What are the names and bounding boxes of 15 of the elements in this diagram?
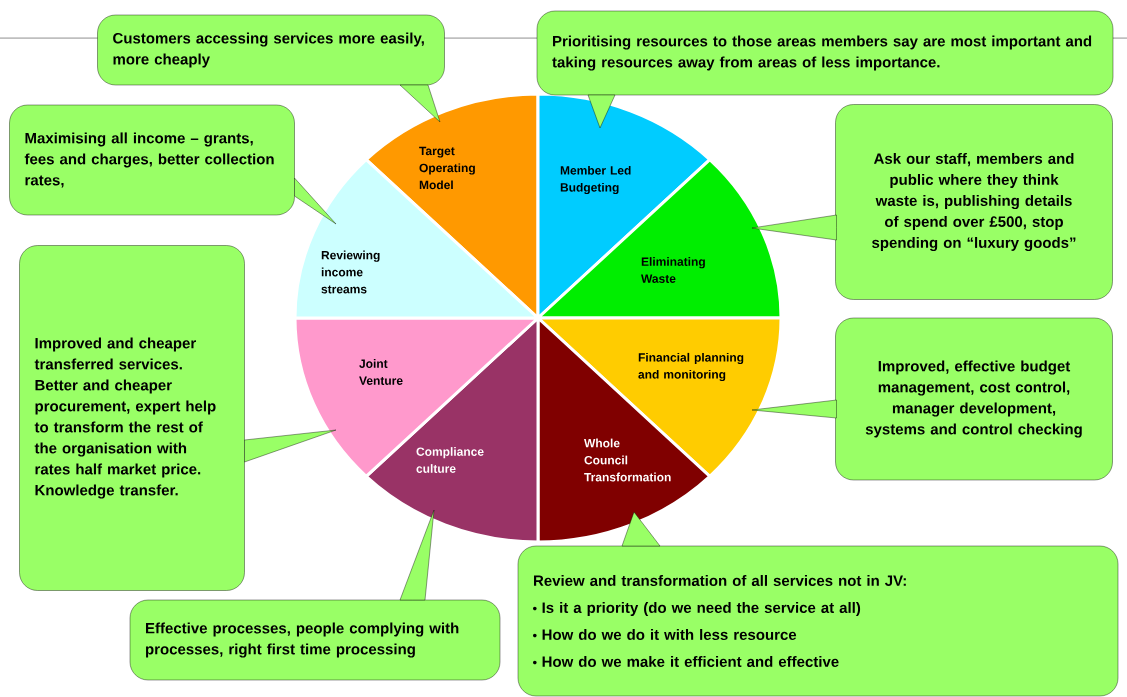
callout-tail <box>587 94 616 129</box>
callout-tail <box>399 509 435 601</box>
callout-bubble: Improved and cheaper transferred services. Better and cheaper procurement, expert help to transform the rest of the organisation with rates half market price. Knowledge transfer. <box>19 245 245 591</box>
callout-bubble: Prioritising resources to those areas members say are most important and taking resources away from areas of less importance. <box>536 10 1114 96</box>
callout-tail <box>294 177 337 225</box>
callout-bubble: Ask our staff, members and public where they think waste is, publishing details of spend over £500, stop spending on “luxury goods” <box>835 104 1113 300</box>
callout-tail <box>751 399 837 419</box>
callout-bubble: Improved, effective budget management, cost control, manager development, systems and control checking <box>835 317 1113 481</box>
callout-tail <box>621 511 661 547</box>
callout-tail <box>751 214 837 241</box>
callout-bubble: Effective processes, people complying with processes, right first time processing <box>129 599 501 681</box>
callout-bubble: Review and transformation of all services not in JV: Is it a priority (do we need the service at all) How do we do it with less resource How do we make it efficient and effective <box>517 545 1119 697</box>
callout-tail <box>244 429 337 463</box>
callout-bubble: Maximising all income – grants, fees and charges, better collection rates, <box>9 104 295 216</box>
callout-tail <box>399 84 441 123</box>
